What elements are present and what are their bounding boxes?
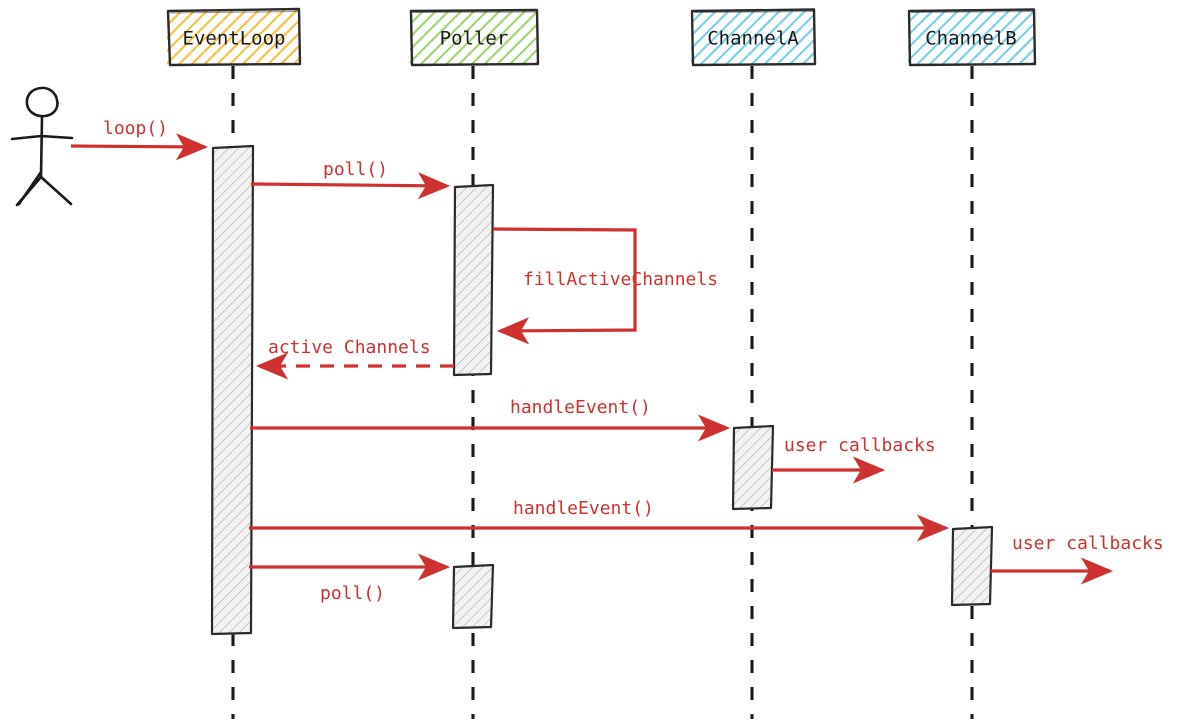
activation-bar-channela <box>731 424 775 511</box>
participant-box-channela[interactable]: ChannelA <box>690 8 817 67</box>
message-label-handleevent-1: handleEvent() <box>510 397 651 418</box>
activation-bar-poller-1 <box>452 183 495 377</box>
message-label-user-callbacks-2: user callbacks <box>1012 533 1164 554</box>
activation-bar-channelb <box>950 525 994 607</box>
participant-label-channelb: ChannelB <box>925 28 1017 50</box>
message-label-active-channels: active Channels <box>268 337 431 358</box>
participant-label-eventloop: EventLoop <box>183 28 286 50</box>
message-label-loop: loop() <box>103 118 168 139</box>
message-label-poll-2: poll() <box>320 583 385 604</box>
message-arrow-loop <box>70 133 209 161</box>
activation-bar-eventloop <box>210 144 255 636</box>
message-label-handleevent-2: handleEvent() <box>513 498 654 519</box>
message-arrow-fill-active-channels <box>492 227 637 345</box>
participant-label-channela: ChannelA <box>707 28 799 50</box>
message-label-user-callbacks-1: user callbacks <box>784 435 936 456</box>
participant-box-poller[interactable]: Poller <box>409 8 540 67</box>
participant-label-poller: Poller <box>440 28 509 50</box>
message-label-fill-active-channels: fillActiveChannels <box>523 269 718 290</box>
actor-stick-figure <box>10 86 74 207</box>
message-label-poll-1: poll() <box>323 159 388 180</box>
participant-box-channelb[interactable]: ChannelB <box>907 8 1037 67</box>
participant-box-eventloop[interactable]: EventLoop <box>166 7 302 67</box>
activation-bar-poller-2 <box>451 563 495 630</box>
message-arrow-poll-1 <box>250 172 451 200</box>
